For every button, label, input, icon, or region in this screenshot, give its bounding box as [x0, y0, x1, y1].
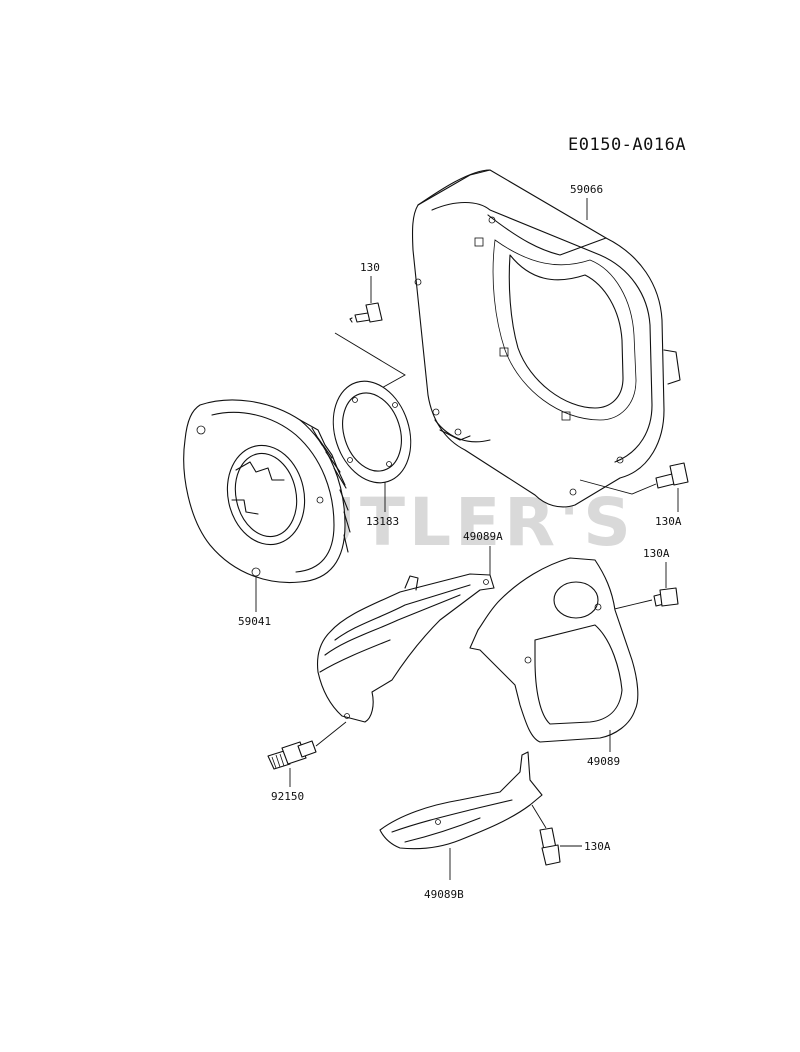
fan-housing-shroud: [411, 169, 681, 508]
part-label-130A-mid: 130A: [643, 547, 670, 560]
leader-130-top-path: [334, 332, 406, 391]
bolt-130-top: [349, 302, 383, 323]
part-label-92150: 92150: [271, 790, 304, 803]
cover-49089A: [316, 573, 495, 723]
bolt-130A-bottom: [539, 827, 561, 866]
part-label-49089: 49089: [587, 755, 620, 768]
cooling-fan-59041: [183, 399, 351, 584]
leader-130A-bottom-path: [531, 804, 547, 829]
part-label-130A-bottom: 130A: [584, 840, 611, 853]
cover-49089B: [379, 751, 543, 850]
part-label-130-top: 130: [360, 261, 380, 274]
part-label-59041: 59041: [238, 615, 271, 628]
leader-130A-shroud-path: [579, 479, 657, 495]
leader-92150-path: [315, 721, 347, 747]
part-label-59066: 59066: [570, 183, 603, 196]
part-label-13183: 13183: [366, 515, 399, 528]
bolt-130A-shroud: [655, 462, 689, 489]
diagram-code: E0150-A016A: [568, 135, 686, 155]
bolt-130A-mid: [653, 587, 679, 607]
cover-49089: [469, 557, 639, 743]
stud-92150: [267, 740, 317, 770]
part-label-49089A: 49089A: [463, 530, 503, 543]
fan-plate-13183: [332, 380, 412, 484]
part-label-49089B: 49089B: [424, 888, 464, 901]
part-label-130A-shroud: 130A: [655, 515, 682, 528]
